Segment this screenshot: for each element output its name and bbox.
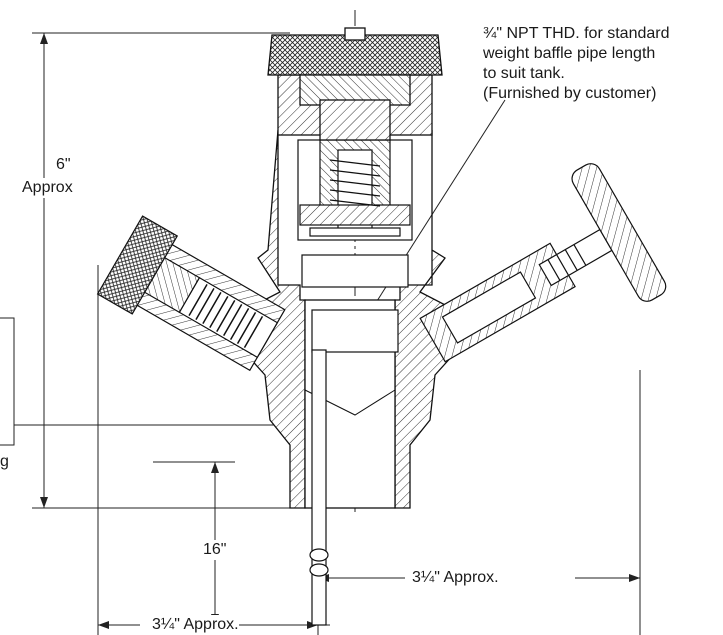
right-branch-valve	[419, 163, 667, 363]
callout-line-4: (Furnished by customer)	[483, 85, 657, 102]
bonnet-internals	[297, 139, 413, 353]
valve-cap	[267, 27, 443, 141]
left-offset-dimension: 3¼" Approx.	[152, 615, 239, 635]
right-offset-dimension: 3¼" Approx.	[412, 568, 499, 588]
pipe-length-dimension: 16"	[203, 540, 227, 560]
cut-off-label: g	[0, 452, 9, 472]
npt-thread-callout: ¾" NPT THD. for standard weight baffle p…	[483, 24, 670, 104]
callout-line-3: to suit tank.	[483, 65, 565, 82]
callout-line-2: weight baffle pipe length	[483, 45, 656, 62]
height-dimension-qualifier: Approx	[22, 178, 73, 198]
left-branch-valve	[96, 215, 286, 372]
bonnet-spring	[329, 159, 381, 207]
height-dimension-value: 6"	[56, 155, 71, 175]
callout-line-1: ¾" NPT THD. for standard	[483, 25, 670, 42]
baffle-pipe	[309, 349, 329, 626]
